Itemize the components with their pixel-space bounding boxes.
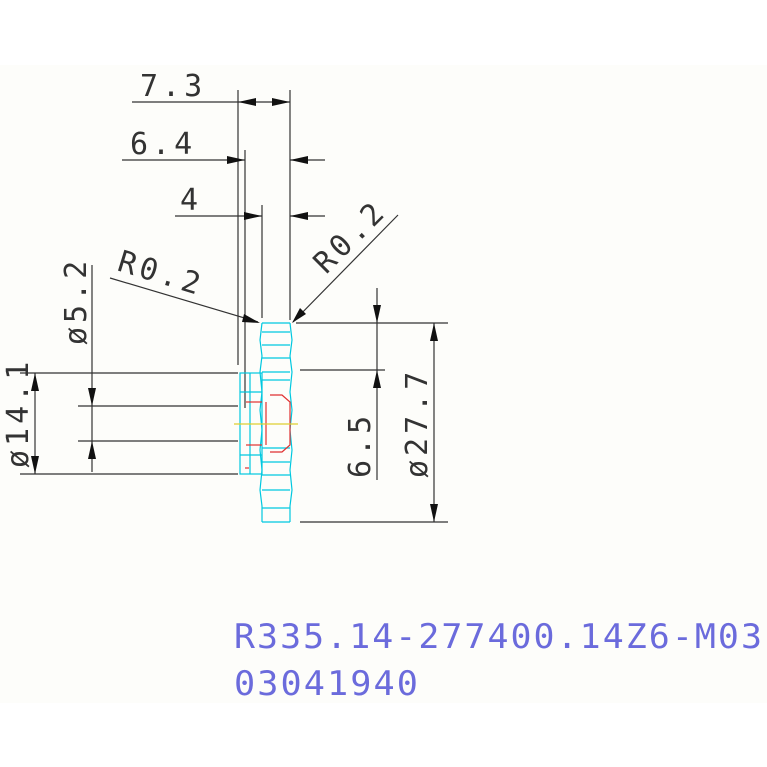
dim-dia-small: ø5.2 (59, 257, 94, 345)
dim-dia-hub: ø14.1 (1, 358, 36, 468)
dim-width-outer: 7.3 (140, 69, 206, 104)
dim-radius-left: R0.2 (114, 244, 209, 303)
dim-radius-right: R0.2 (307, 194, 394, 281)
dim-width-mid: 6.4 (130, 127, 196, 162)
dim-dia-outer: ø27.7 (400, 368, 435, 478)
dim-width-inner: 4 (180, 183, 202, 218)
dim-height-step: 6.5 (343, 412, 378, 478)
part-number: R335.14-277400.14Z6-M03 (234, 617, 764, 657)
drawing-area (0, 65, 767, 703)
dimension-arrows (31, 98, 438, 522)
part-code: 03041940 (234, 664, 420, 704)
section-view (245, 394, 291, 469)
